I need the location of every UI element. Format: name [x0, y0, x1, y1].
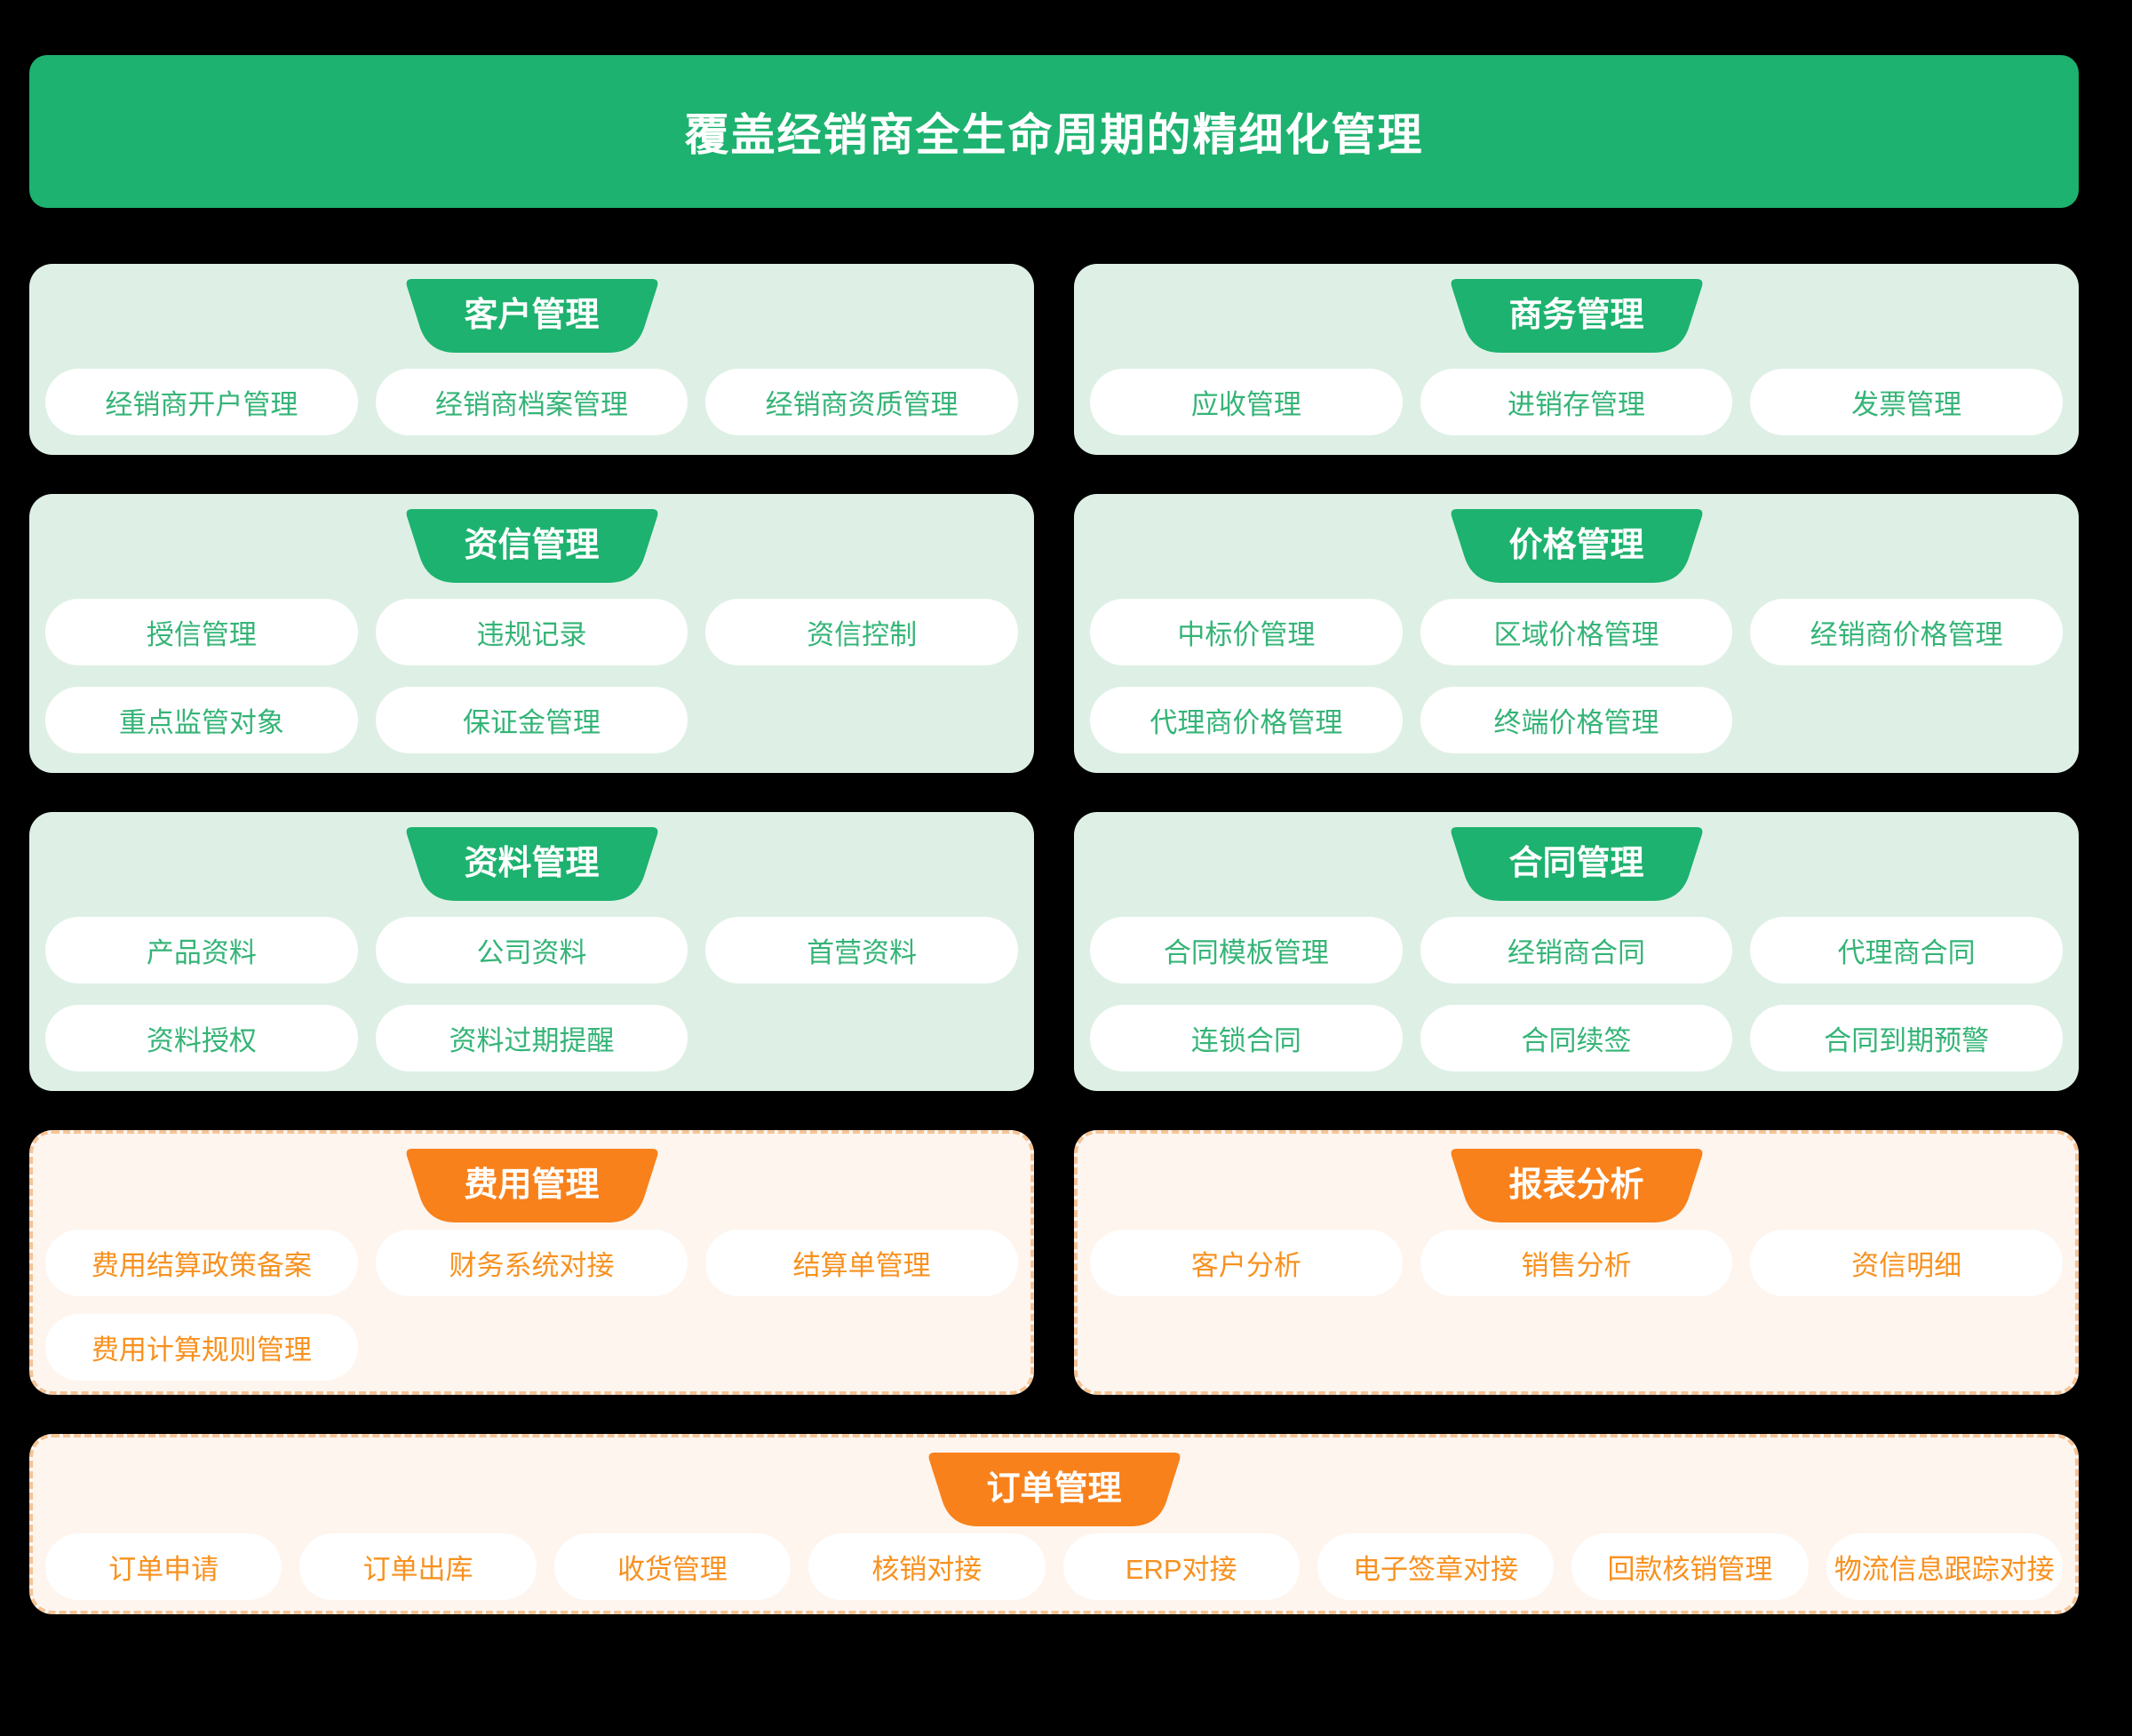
tab-label: 价格管理 — [1508, 527, 1644, 564]
pill-item: 资料过期提醒 — [375, 1005, 688, 1071]
pill-item: 发票管理 — [1750, 369, 2063, 435]
tab-shape-icon — [1451, 827, 1702, 901]
pill-item: 核销对接 — [808, 1533, 1046, 1600]
pill-item: 合同模板管理 — [1090, 917, 1403, 983]
tab-shape-icon — [406, 827, 657, 901]
title-banner: 覆盖经销商全生命周期的精细化管理 — [29, 55, 2079, 208]
tab-shape-icon — [1451, 509, 1702, 583]
section-report: 报表分析 客户分析销售分析资信明细 — [1074, 1130, 2079, 1395]
pill-item: 合同续签 — [1420, 1005, 1733, 1071]
pill-item: 代理商价格管理 — [1090, 687, 1403, 753]
pill-item: 产品资料 — [45, 917, 358, 983]
section-price: 价格管理 中标价管理区域价格管理经销商价格管理代理商价格管理终端价格管理 — [1074, 494, 2079, 773]
pill-item: 收货管理 — [553, 1533, 792, 1600]
tab-label: 订单管理 — [986, 1470, 1122, 1508]
pill-item: 合同到期预警 — [1750, 1005, 2063, 1071]
tab-label: 商务管理 — [1508, 297, 1644, 334]
pill-list: 费用结算政策备案财务系统对接结算单管理费用计算规则管理 — [45, 1230, 1018, 1381]
section-credit: 资信管理 授信管理违规记录资信控制重点监管对象保证金管理 — [29, 494, 1034, 773]
pill-item: 区域价格管理 — [1420, 599, 1733, 665]
section-tab: 合同管理 — [1450, 827, 1704, 901]
tab-label: 客户管理 — [464, 297, 600, 334]
pill-list: 应收管理进销存管理发票管理 — [1090, 369, 2063, 435]
page-title: 覆盖经销商全生命周期的精细化管理 — [684, 110, 1424, 160]
pill-item: 终端价格管理 — [1420, 687, 1733, 753]
pill-item: 授信管理 — [45, 599, 358, 665]
section-expense: 费用管理 费用结算政策备案财务系统对接结算单管理费用计算规则管理 — [29, 1130, 1034, 1395]
tab-shape-icon — [1451, 279, 1702, 353]
pill-item: 经销商档案管理 — [375, 369, 688, 435]
pill-item: 资料授权 — [45, 1005, 358, 1071]
pill-item: 经销商价格管理 — [1750, 599, 2063, 665]
pill-item: 经销商合同 — [1420, 917, 1733, 983]
pill-list: 合同模板管理经销商合同代理商合同连锁合同合同续签合同到期预警 — [1090, 917, 2063, 1071]
pill-item: 销售分析 — [1420, 1230, 1733, 1296]
pill-item: 资信明细 — [1750, 1230, 2063, 1296]
pill-list: 客户分析销售分析资信明细 — [1090, 1230, 2063, 1296]
tab-shape-icon — [406, 279, 657, 353]
pill-item: 违规记录 — [375, 599, 688, 665]
pill-item: 费用计算规则管理 — [45, 1314, 358, 1381]
pill-item: 资信控制 — [705, 599, 1018, 665]
section-tab: 订单管理 — [927, 1453, 1181, 1526]
section-tab: 资料管理 — [405, 827, 659, 901]
section-customer: 客户管理 经销商开户管理经销商档案管理经销商资质管理 — [29, 264, 1034, 455]
pill-item: 电子签章对接 — [1317, 1533, 1555, 1600]
pill-list: 产品资料公司资料首营资料资料授权资料过期提醒 — [45, 917, 1018, 1071]
pill-item: 费用结算政策备案 — [45, 1230, 358, 1296]
section-tab: 价格管理 — [1450, 509, 1704, 583]
tab-shape-icon — [406, 1149, 657, 1222]
pill-item: 订单出库 — [299, 1533, 537, 1600]
pill-item: 应收管理 — [1090, 369, 1403, 435]
pill-item: 财务系统对接 — [375, 1230, 688, 1296]
pill-item: 进销存管理 — [1420, 369, 1733, 435]
pill-list: 授信管理违规记录资信控制重点监管对象保证金管理 — [45, 599, 1018, 753]
pill-item: 结算单管理 — [705, 1230, 1018, 1296]
tab-label: 资信管理 — [464, 527, 600, 564]
pill-item: 经销商开户管理 — [45, 369, 358, 435]
pill-item: 代理商合同 — [1750, 917, 2063, 983]
tab-label: 报表分析 — [1508, 1167, 1644, 1204]
tab-label: 合同管理 — [1508, 845, 1644, 882]
tab-shape-icon — [406, 509, 657, 583]
section-tab: 资信管理 — [405, 509, 659, 583]
pill-item: 订单申请 — [45, 1533, 282, 1600]
tab-label: 资料管理 — [464, 845, 600, 882]
pill-item: 重点监管对象 — [45, 687, 358, 753]
pill-item: 客户分析 — [1090, 1230, 1403, 1296]
section-tab: 报表分析 — [1450, 1149, 1704, 1222]
pill-item: 首营资料 — [705, 917, 1018, 983]
section-material: 资料管理 产品资料公司资料首营资料资料授权资料过期提醒 — [29, 812, 1034, 1091]
pill-item: 物流信息跟踪对接 — [1826, 1533, 2063, 1600]
pill-list: 中标价管理区域价格管理经销商价格管理代理商价格管理终端价格管理 — [1090, 599, 2063, 753]
section-tab: 客户管理 — [405, 279, 659, 353]
pill-item: 连锁合同 — [1090, 1005, 1403, 1071]
section-contract: 合同管理 合同模板管理经销商合同代理商合同连锁合同合同续签合同到期预警 — [1074, 812, 2079, 1091]
sections-grid: 客户管理 经销商开户管理经销商档案管理经销商资质管理 商务管理 应收管理进销存管… — [29, 264, 2079, 1614]
tab-shape-icon — [1451, 1149, 1702, 1222]
section-tab: 费用管理 — [405, 1149, 659, 1222]
pill-item: 中标价管理 — [1090, 599, 1403, 665]
tab-label: 费用管理 — [464, 1167, 600, 1204]
pill-item: 回款核销管理 — [1571, 1533, 1809, 1600]
pill-item: 经销商资质管理 — [705, 369, 1018, 435]
section-tab: 商务管理 — [1450, 279, 1704, 353]
pill-item: ERP对接 — [1062, 1533, 1300, 1600]
pill-item: 公司资料 — [375, 917, 688, 983]
pill-item: 保证金管理 — [375, 687, 688, 753]
tab-shape-icon — [928, 1453, 1180, 1526]
pill-list: 经销商开户管理经销商档案管理经销商资质管理 — [45, 369, 1018, 435]
section-business: 商务管理 应收管理进销存管理发票管理 — [1074, 264, 2079, 455]
